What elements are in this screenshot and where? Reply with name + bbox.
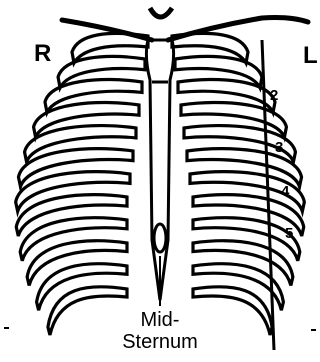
caption-line-1: Mid- — [110, 310, 210, 330]
rib-label-4: 4 — [281, 184, 289, 199]
left-side-label: L — [303, 44, 318, 68]
clavicles — [62, 18, 308, 41]
jugular-notch — [150, 8, 172, 17]
rib-label-2: 2 — [270, 88, 278, 103]
right-ribs — [16, 33, 148, 335]
caption-line-2: Sternum — [110, 332, 210, 352]
right-side-label: R — [34, 42, 51, 66]
rib-label-3: 3 — [275, 140, 283, 155]
rib-label-5: 5 — [285, 226, 293, 241]
